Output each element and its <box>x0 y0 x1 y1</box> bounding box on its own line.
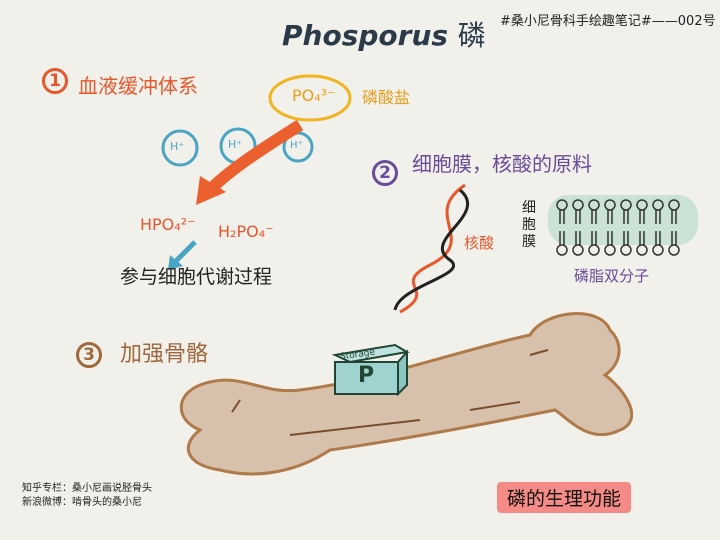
lipid-head <box>636 199 648 211</box>
section-number-2: 2 <box>372 160 398 186</box>
bilayer-label: 磷脂双分子 <box>574 267 650 285</box>
h-ion-label: H⁺ <box>228 138 243 151</box>
caption: 磷的生理功能 <box>497 482 632 513</box>
lipid-head <box>604 244 616 256</box>
lipid-head <box>668 244 680 256</box>
lipid-tail <box>671 210 677 224</box>
arrow-icon <box>207 119 304 193</box>
arrow-icon <box>173 240 197 264</box>
lipid-head <box>620 244 632 256</box>
lipid-tail <box>575 210 581 224</box>
lipid-head <box>620 199 632 211</box>
credits: 知乎专栏：桑小尼画说胫骨头 新浪微博：啃骨头的桑小尼 <box>22 482 152 510</box>
lipid-head <box>588 244 600 256</box>
lipid-tail <box>591 231 597 245</box>
lipid-head <box>652 244 664 256</box>
section-1-label: 血液缓冲体系 <box>78 74 198 98</box>
lipid-head <box>572 244 584 256</box>
phosphate-cloud <box>268 74 352 122</box>
lipid-tail <box>559 231 565 245</box>
lipid-head <box>556 199 568 211</box>
lipid-tail <box>607 231 613 245</box>
series-header: #桑小尼骨科手绘趣笔记#——002号 <box>500 14 716 29</box>
lipid-tail <box>575 231 581 245</box>
lipid-tail <box>639 231 645 245</box>
lipid-tail <box>591 210 597 224</box>
page-title: Phosporus 磷 <box>282 19 486 52</box>
lipid-head <box>572 199 584 211</box>
phosphate-formula: PO₄³⁻ <box>292 86 336 105</box>
lipid-head <box>556 244 568 256</box>
lipid-tail <box>623 210 629 224</box>
lipid-head <box>636 244 648 256</box>
phospholipids <box>556 199 680 256</box>
storage-letter: P <box>358 363 375 388</box>
section-number-1: 1 <box>42 68 68 94</box>
lipid-head <box>668 199 680 211</box>
metabolism-label: 参与细胞代谢过程 <box>120 266 273 288</box>
credit-zhihu: 知乎专栏：桑小尼画说胫骨头 <box>22 483 152 494</box>
section-2-label: 细胞膜，核酸的原料 <box>412 152 592 176</box>
membrane-label: 细胞膜 <box>522 200 536 250</box>
h-ion-label: H⁺ <box>170 140 185 153</box>
section-number-3: 3 <box>76 342 102 368</box>
lipid-tail <box>671 231 677 245</box>
lipid-tail <box>607 210 613 224</box>
lipid-tail <box>559 210 565 224</box>
h-ion-label: H⁺ <box>290 140 303 151</box>
credit-weibo: 新浪微博：啃骨头的桑小尼 <box>22 497 142 508</box>
h-ion <box>161 129 199 167</box>
hpo4-label: HPO₄²⁻ <box>140 215 196 234</box>
lipid-tail <box>655 210 661 224</box>
lipid-tail <box>655 231 661 245</box>
h2po4-label: H₂PO₄⁻ <box>218 222 274 241</box>
lipid-head <box>604 199 616 211</box>
lipid-head <box>588 199 600 211</box>
lipid-head <box>652 199 664 211</box>
lipid-tail <box>623 231 629 245</box>
storage-box <box>331 343 410 397</box>
phosphate-label: 磷酸盐 <box>362 88 411 107</box>
dna-label: 核酸 <box>464 234 495 252</box>
dna-helix <box>393 183 469 314</box>
section-3-label: 加强骨骼 <box>120 342 209 367</box>
bone <box>179 312 634 476</box>
lipid-tail <box>639 210 645 224</box>
